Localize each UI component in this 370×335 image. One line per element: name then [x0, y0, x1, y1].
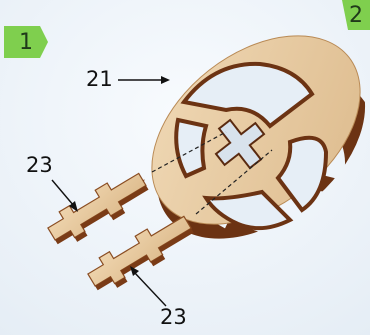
callout-label-peg-upper: 23	[26, 153, 53, 177]
callout-label-peg-lower: 23	[160, 305, 187, 329]
callout-peg-lower: 23	[130, 266, 187, 329]
callout-label-wheel: 21	[86, 67, 113, 91]
peg-lower	[84, 209, 198, 297]
callout-peg-upper: 23	[26, 153, 78, 212]
callout-wheel: 21	[86, 67, 170, 91]
